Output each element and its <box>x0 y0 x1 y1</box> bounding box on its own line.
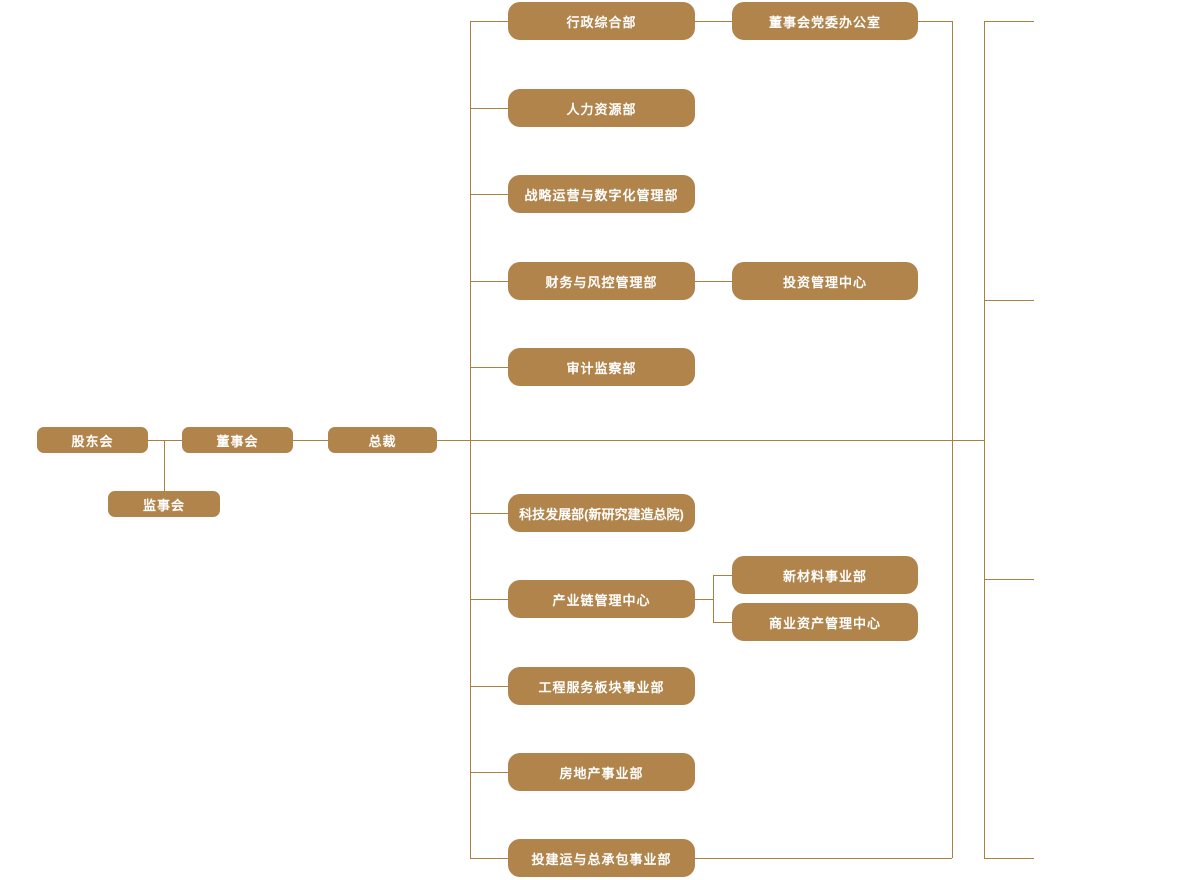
stub-human-resources <box>470 108 508 109</box>
department-spine <box>470 21 471 858</box>
node-human-resources-dept: 人力资源部 <box>508 89 695 127</box>
stub-tech-development <box>470 513 508 514</box>
node-admin-general-dept: 行政综合部 <box>508 2 695 40</box>
connector-president-to-right-rail <box>437 440 984 441</box>
stub-strategy-digital <box>470 194 508 195</box>
stub-investment-epc <box>470 858 508 859</box>
connector-bracket-to-commercial-asset <box>713 622 732 623</box>
connector-epc-to-rail1 <box>695 858 952 859</box>
connector-finance-to-investment-center <box>695 281 732 282</box>
right-rail-1 <box>952 21 953 858</box>
stub-engineering-service <box>470 686 508 687</box>
node-shareholders-meeting: 股东会 <box>37 427 148 453</box>
connector-board-to-president <box>293 440 328 441</box>
stub-finance-risk <box>470 281 508 282</box>
connector-drop-to-supervisory <box>164 440 165 491</box>
right-rail-2 <box>984 21 985 858</box>
node-tech-development-dept: 科技发展部(新研究建造总院) <box>508 494 695 532</box>
node-new-materials-division: 新材料事业部 <box>732 556 918 594</box>
node-commercial-asset-center: 商业资产管理中心 <box>732 603 918 641</box>
connector-admin-to-party-office <box>695 21 732 22</box>
right-stub-1 <box>984 21 1034 22</box>
node-board-party-office: 董事会党委办公室 <box>732 2 918 40</box>
connector-bracket-to-new-materials <box>713 575 732 576</box>
right-stub-2 <box>984 300 1034 301</box>
stub-audit-supervision <box>470 367 508 368</box>
stub-admin-general <box>470 21 508 22</box>
connector-chain-to-bracket <box>695 599 713 600</box>
node-president: 总裁 <box>328 427 437 453</box>
node-strategy-digital-dept: 战略运营与数字化管理部 <box>508 175 695 213</box>
node-real-estate-division: 房地产事业部 <box>508 753 695 791</box>
connector-shareholders-to-board <box>148 440 182 441</box>
node-finance-risk-dept: 财务与风控管理部 <box>508 262 695 300</box>
right-stub-4 <box>984 858 1034 859</box>
node-industry-chain-center: 产业链管理中心 <box>508 580 695 618</box>
stub-real-estate <box>470 772 508 773</box>
node-supervisory-board: 监事会 <box>108 491 220 517</box>
stub-industry-chain <box>470 599 508 600</box>
connector-party-office-to-rail1 <box>918 21 952 22</box>
node-engineering-service-division: 工程服务板块事业部 <box>508 667 695 705</box>
bracket-industry-chain <box>713 575 714 622</box>
right-stub-3 <box>984 579 1034 580</box>
node-investment-center: 投资管理中心 <box>732 262 918 300</box>
node-investment-epc-division: 投建运与总承包事业部 <box>508 839 695 877</box>
node-board-of-directors: 董事会 <box>182 427 293 453</box>
node-audit-supervision-dept: 审计监察部 <box>508 348 695 386</box>
